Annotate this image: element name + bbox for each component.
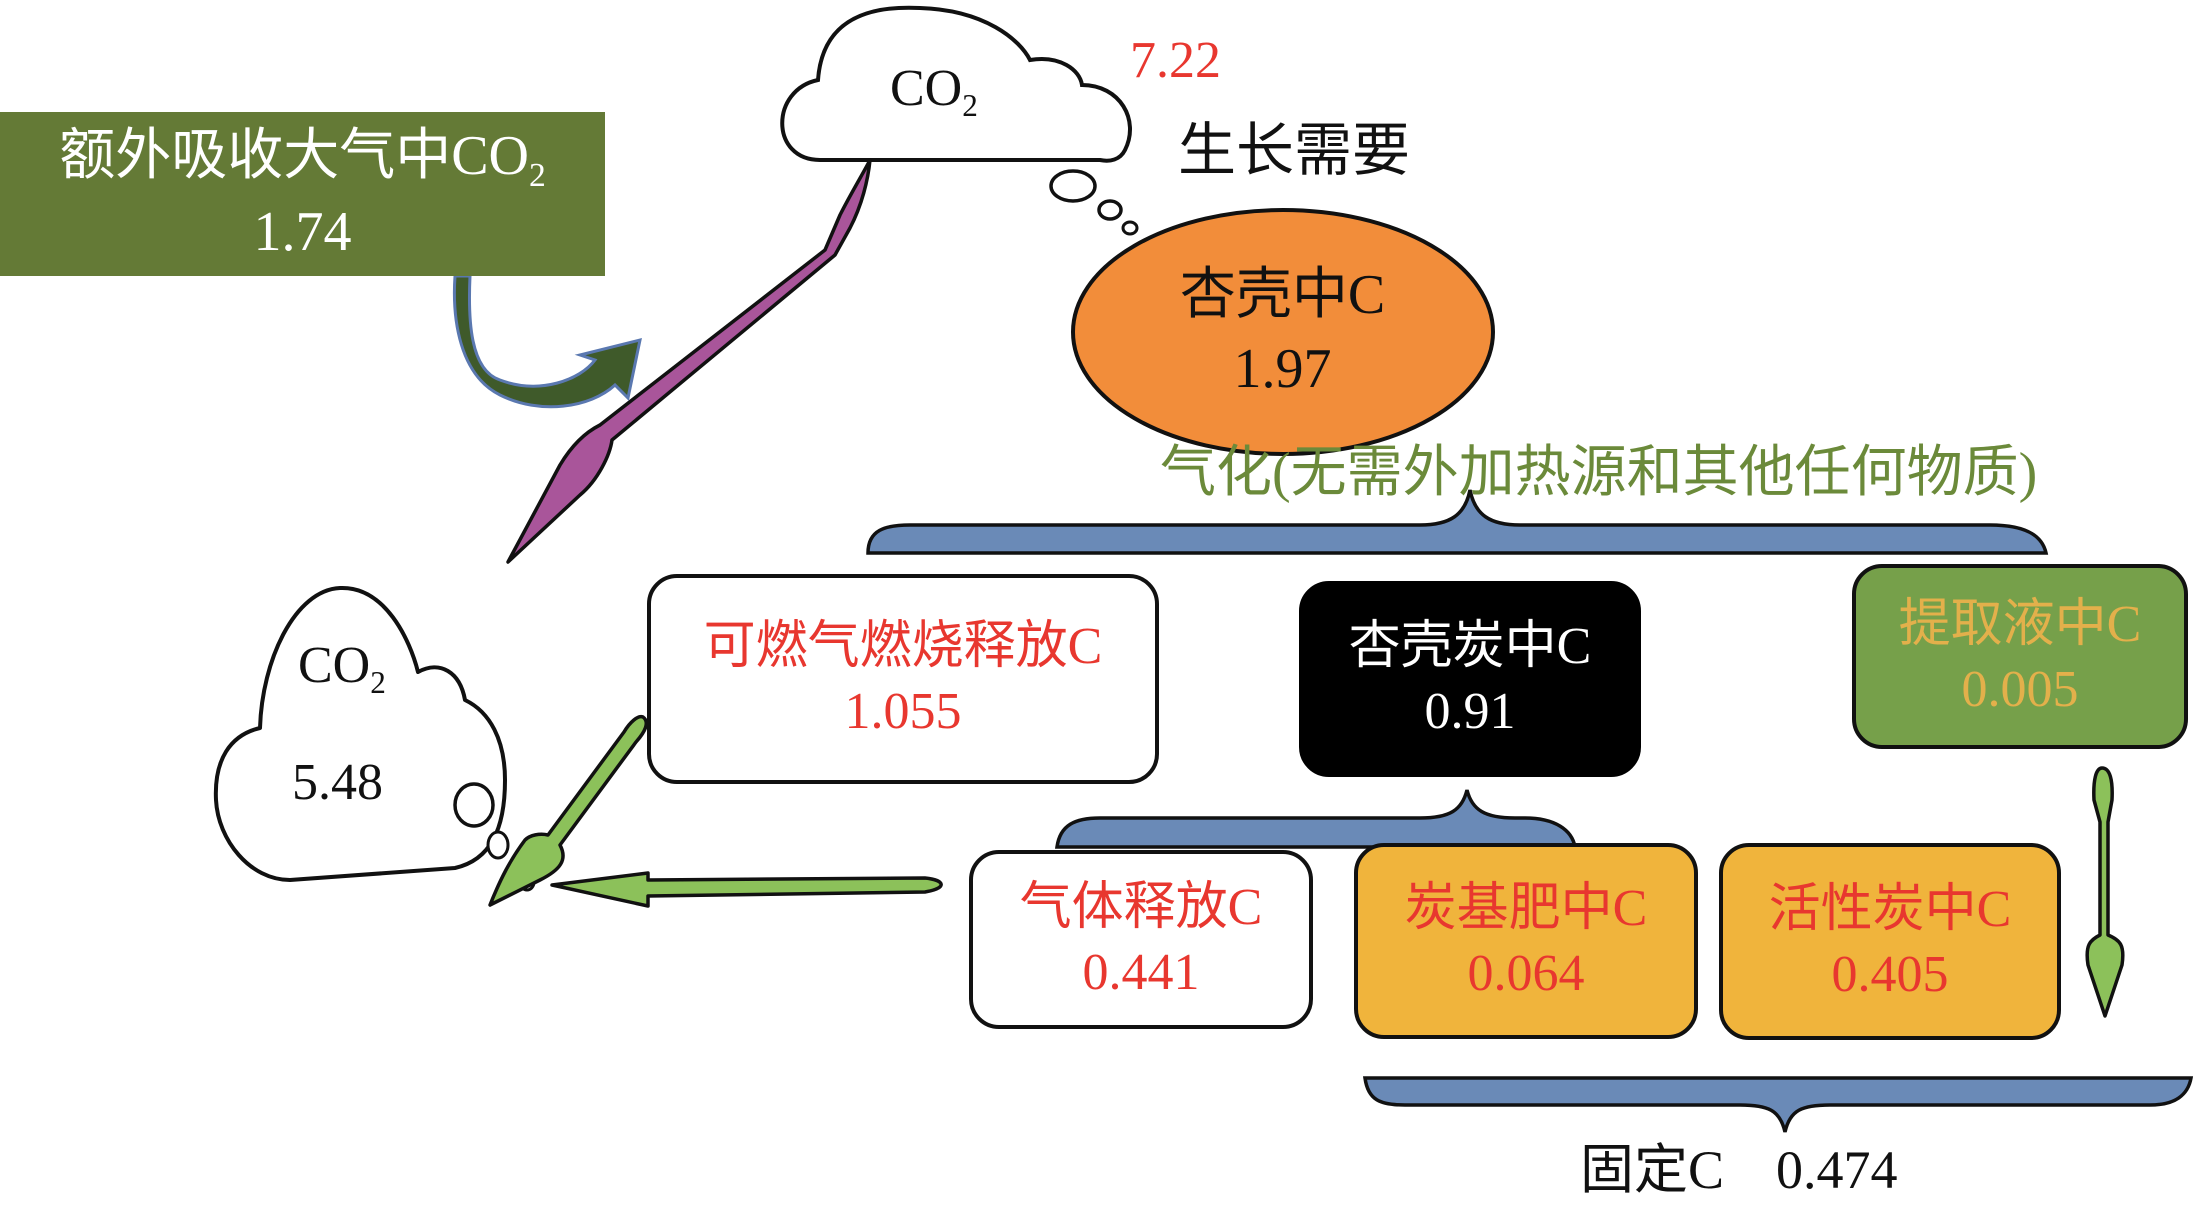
extra-absorb-label: 额外吸收大气中CO2 — [59, 125, 546, 194]
thought-bubble — [486, 830, 510, 860]
gasification-label: 气化(无需外加热源和其他任何物质) — [1160, 442, 2038, 504]
fixed-carbon-label: 固定C — [1580, 1140, 1725, 1200]
extract-liquid-label: 提取液中C — [1898, 595, 2142, 653]
fixed-carbon-value: 0.474 — [1776, 1140, 1898, 1200]
extract-liquid-box: 提取液中C 0.005 — [1852, 564, 2188, 749]
thought-bubble — [1121, 220, 1139, 236]
shell-char-value: 0.91 — [1424, 683, 1516, 740]
gasification-brace — [866, 489, 2049, 555]
activated-carbon-value: 0.405 — [1831, 945, 1949, 1003]
top-cloud-value: 7.22 — [1130, 32, 1221, 89]
char-fertilizer-value: 0.064 — [1467, 945, 1585, 1002]
gas-release-value: 0.441 — [1082, 943, 1200, 1001]
curved-arrow — [452, 274, 642, 409]
green-arrow-gas — [550, 871, 943, 908]
thought-bubble — [1097, 199, 1123, 221]
bottom-cloud-label: CO2 — [298, 637, 386, 700]
combustible-gas-label: 可燃气燃烧释放C — [703, 618, 1103, 675]
char-brace — [1054, 789, 1578, 849]
extra-absorb-value: 1.74 — [253, 200, 352, 263]
combustible-gas-value: 1.055 — [844, 683, 962, 740]
gas-release-label: 气体释放C — [1019, 878, 1263, 936]
thought-bubble — [453, 782, 495, 828]
purple-arrow — [506, 158, 872, 564]
char-fertilizer-label: 炭基肥中C — [1404, 880, 1648, 937]
fixed-carbon-text: 固定C 0.474 — [1580, 1138, 1898, 1203]
shell-char-label: 杏壳炭中C — [1348, 618, 1592, 675]
top-cloud-label: CO2 — [890, 60, 978, 123]
activated-carbon-box: 活性炭中C 0.405 — [1719, 843, 2061, 1040]
bottom-cloud-outline — [213, 585, 507, 882]
thought-bubble — [1049, 169, 1097, 203]
growth-need-label: 生长需要 — [1178, 118, 1411, 183]
bottom-cloud-value: 5.48 — [292, 754, 383, 811]
green-arrow-combustion — [488, 714, 648, 907]
extract-liquid-value: 0.005 — [1961, 660, 2079, 718]
apricot-shell-ellipse — [1071, 208, 1495, 456]
shell-char-box: 杏壳炭中C 0.91 — [1299, 581, 1641, 777]
char-fertilizer-box: 炭基肥中C 0.064 — [1354, 843, 1698, 1039]
combustible-gas-box: 可燃气燃烧释放C 1.055 — [647, 574, 1159, 784]
gas-release-box: 气体释放C 0.441 — [969, 850, 1313, 1029]
activated-carbon-label: 活性炭中C — [1768, 880, 2012, 938]
apricot-shell-label: 杏壳中C — [1179, 264, 1386, 326]
extra-absorb-box: 额外吸收大气中CO2 1.74 — [0, 112, 605, 276]
top-cloud-shape — [780, 5, 1132, 163]
green-arrow-extract — [2085, 766, 2125, 1018]
fixed-carbon-brace — [1362, 1076, 2194, 1133]
apricot-shell-value: 1.97 — [1233, 338, 1332, 400]
